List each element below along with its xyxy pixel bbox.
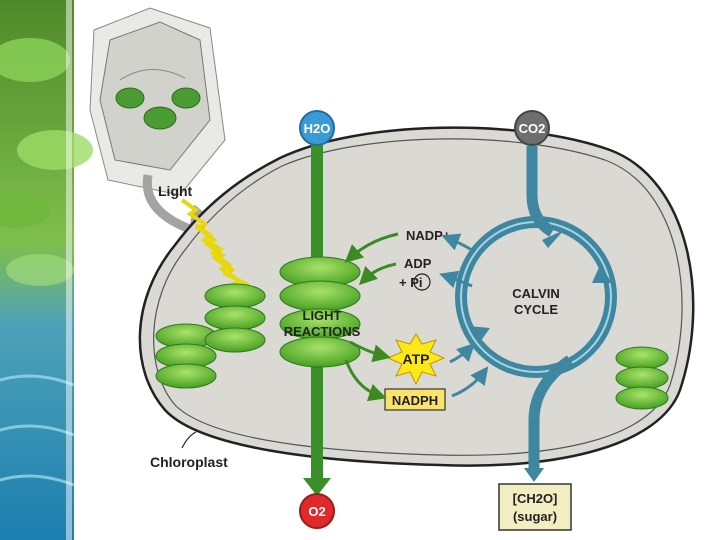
- nadp-plus-label: NADP+: [406, 228, 451, 243]
- sugar-arrow: [528, 355, 574, 470]
- co2-arrow: [526, 146, 556, 237]
- thylakoid-stack-right: [615, 346, 669, 410]
- o2-arrow-shaft: [311, 365, 323, 480]
- h2o-arrow-shaft: [311, 142, 323, 267]
- o2-badge: [299, 493, 335, 529]
- thylakoid-stack-center: [279, 256, 361, 368]
- light-label: Light: [158, 183, 193, 199]
- light-reactions-label-line1: LIGHT: [303, 308, 342, 323]
- light-beams: [180, 198, 263, 302]
- calvin-cycle-label-line2: CYCLE: [514, 302, 558, 317]
- chloroplast-label: Chloroplast: [150, 454, 228, 470]
- sugar-text-line1: [CH2O]: [513, 491, 558, 506]
- co2-text: CO2: [519, 121, 546, 136]
- calvin-cycle-label-line1: CALVIN: [512, 286, 559, 301]
- sugar-text-line2: (sugar): [513, 509, 557, 524]
- light-reactions-label-line2: REACTIONS: [284, 324, 361, 339]
- thylakoid-stack-left-2: [204, 283, 266, 353]
- pi-label: + Pi: [399, 275, 423, 290]
- nadph-text: NADPH: [392, 393, 438, 408]
- atp-star: [386, 333, 446, 386]
- atp-text: ATP: [403, 351, 430, 367]
- co2-badge: [514, 110, 550, 146]
- h2o-badge: [299, 110, 335, 146]
- sugar-box: [498, 483, 572, 531]
- h2o-text: H2O: [304, 121, 331, 136]
- o2-text: O2: [308, 504, 325, 519]
- chloroplast-membrane: [138, 126, 695, 467]
- leaf-cell-illustration: [89, 7, 226, 196]
- decorative-leaf-strip: [0, 0, 93, 540]
- adp-label: ADP: [404, 256, 432, 271]
- thylakoid-stack-left-1: [155, 323, 217, 389]
